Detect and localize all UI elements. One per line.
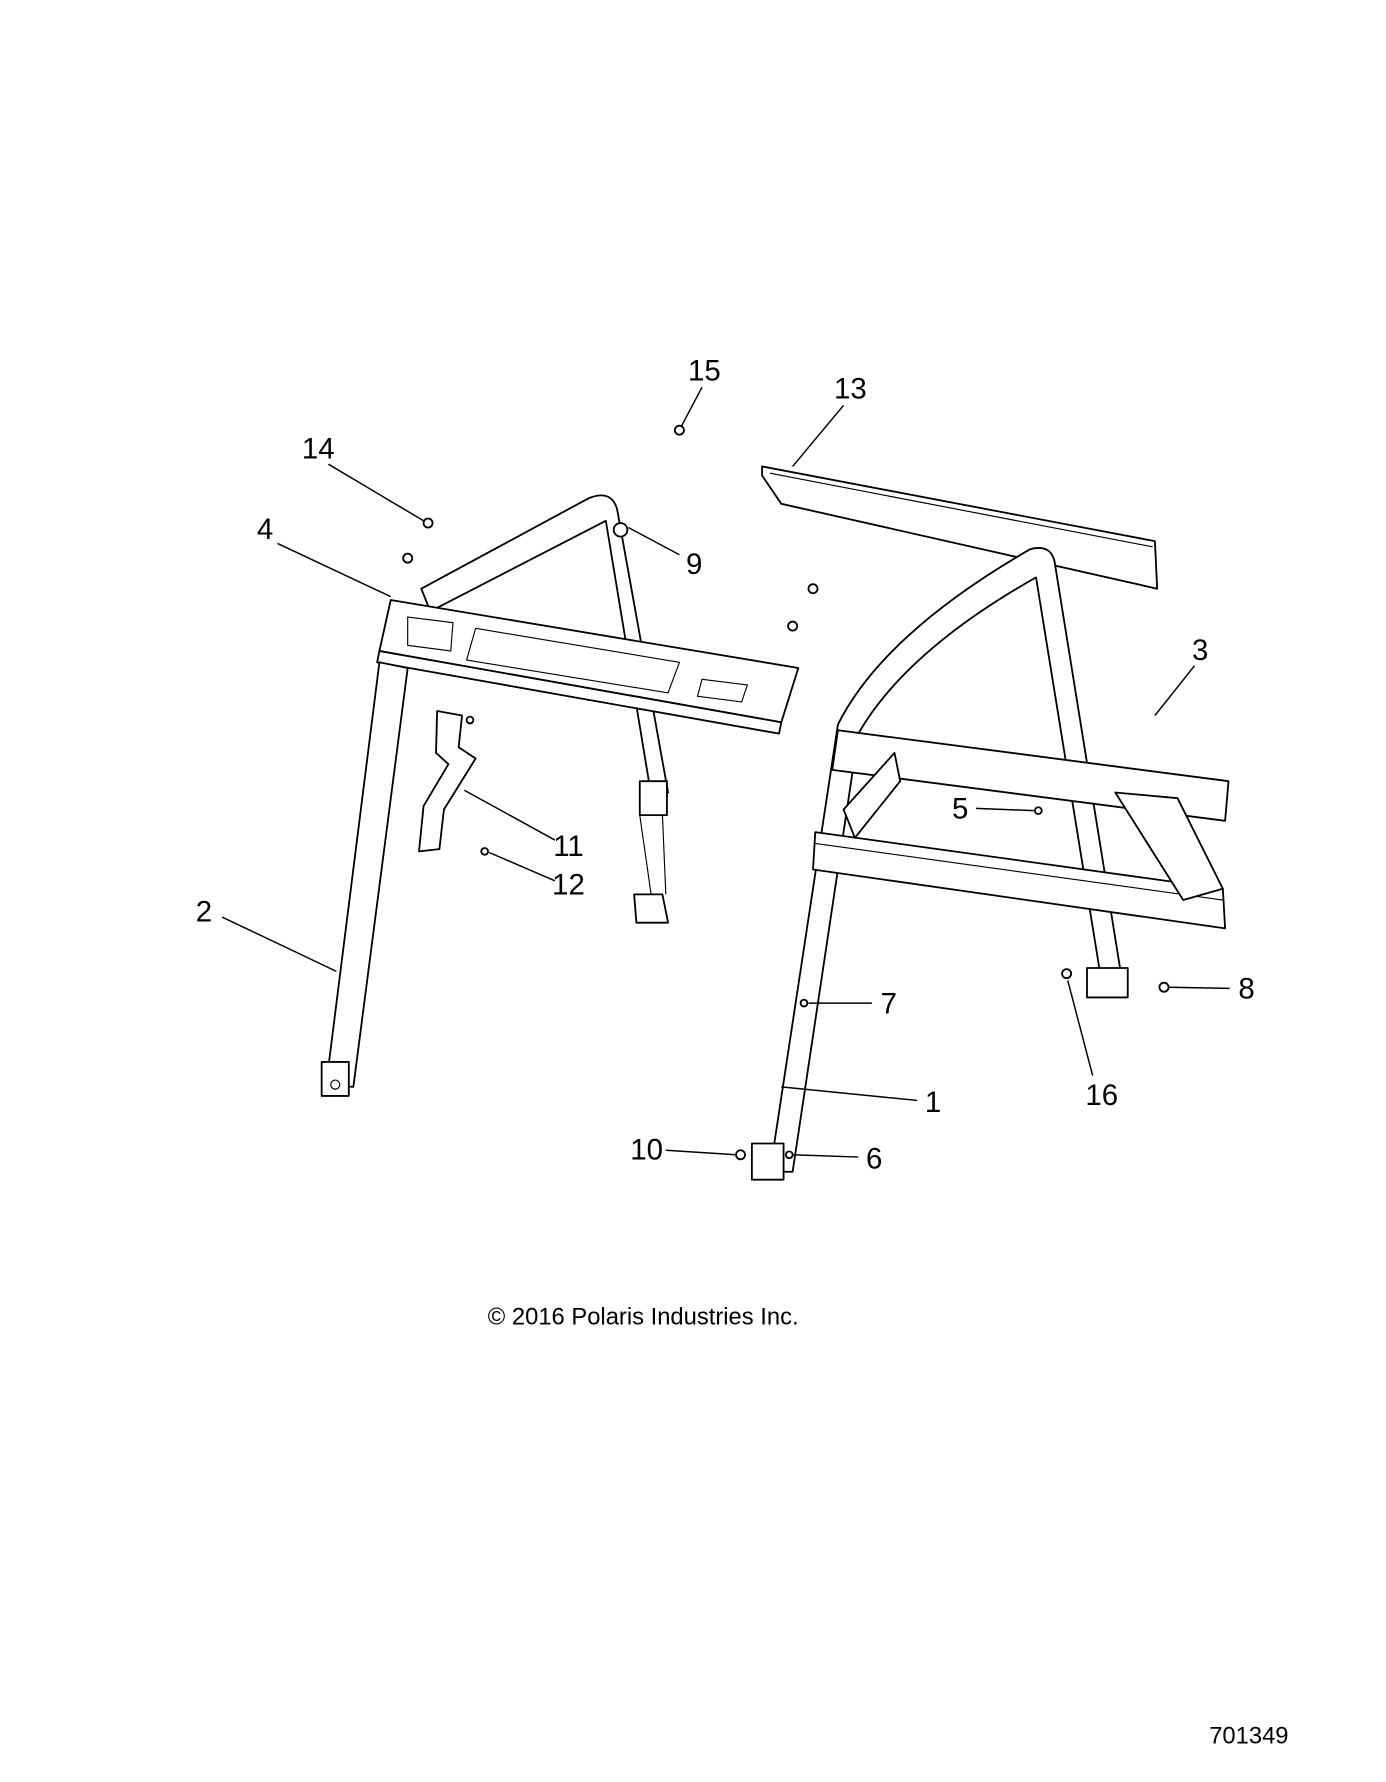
figure-number: 701349: [1209, 1723, 1288, 1750]
callout-4: 4: [257, 513, 273, 546]
callout-1: 1: [925, 1086, 941, 1119]
callout-10: 10: [630, 1133, 663, 1166]
part-2-left-post: [320, 661, 409, 1097]
callout-11: 11: [553, 830, 584, 863]
callout-13: 13: [834, 373, 867, 406]
part-1-right-hoop: [750, 547, 1129, 1181]
callout-7: 7: [881, 987, 897, 1020]
callout-6: 6: [866, 1142, 882, 1175]
part-rear-hoop: [420, 494, 669, 924]
fasteners: [402, 424, 1170, 1161]
callout-8: 8: [1238, 973, 1254, 1006]
callout-14: 14: [302, 433, 335, 466]
callout-9: 9: [686, 548, 702, 581]
leader-lines: [221, 386, 1230, 1158]
copyright-text: © 2016 Polaris Industries Inc.: [488, 1304, 799, 1331]
part-13-rear-panel: [761, 465, 1159, 590]
callout-12: 12: [552, 868, 585, 901]
callout-15: 15: [688, 354, 721, 387]
part-3-side-rail: [812, 729, 1230, 930]
callout-3: 3: [1192, 634, 1208, 667]
part-4-front-panel: [376, 599, 800, 735]
callout-16: 16: [1085, 1079, 1118, 1112]
callout-5: 5: [952, 793, 968, 826]
callout-2: 2: [196, 896, 212, 929]
part-11-grab-handle: [418, 710, 477, 853]
